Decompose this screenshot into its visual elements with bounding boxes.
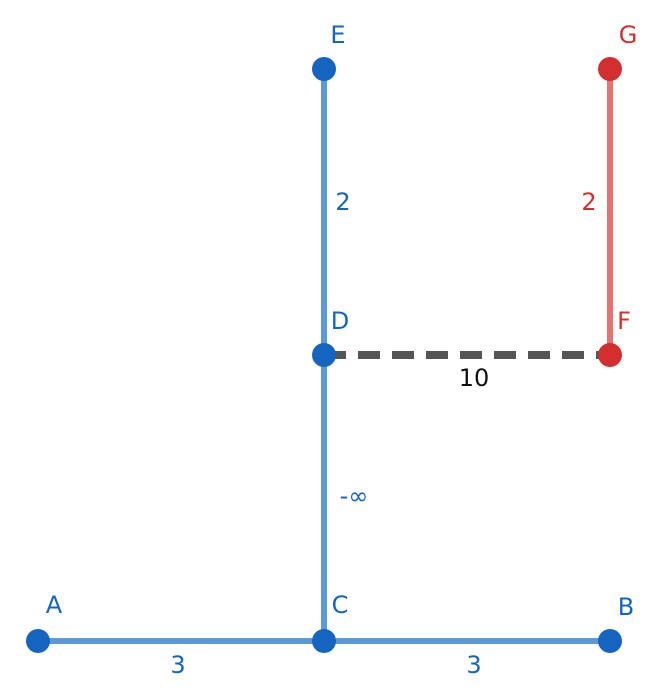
node-e xyxy=(312,57,336,81)
node-g xyxy=(598,57,622,81)
node-f xyxy=(598,343,622,367)
node-label-c: C xyxy=(332,591,349,619)
edge-weight-a-c: 3 xyxy=(170,651,185,679)
node-b xyxy=(598,629,622,653)
node-label-a: A xyxy=(46,591,63,619)
node-c xyxy=(312,629,336,653)
node-label-b: B xyxy=(618,593,634,621)
edge-weight-c-d: -∞ xyxy=(340,482,369,510)
edge-weight-f-g: 2 xyxy=(581,188,596,216)
edges-layer xyxy=(38,69,613,644)
edge-weight-d-f: 10 xyxy=(459,364,490,392)
node-a xyxy=(26,629,50,653)
node-label-e: E xyxy=(330,21,345,49)
node-label-g: G xyxy=(619,21,638,49)
edge-weight-d-e: 2 xyxy=(335,188,350,216)
edge-weight-c-b: 3 xyxy=(466,651,481,679)
node-label-d: D xyxy=(331,307,349,335)
nodes-layer xyxy=(26,57,622,653)
labels-layer: 3 3 -∞ 2 10 2A B C D E F G xyxy=(46,21,638,679)
node-d xyxy=(312,343,336,367)
node-label-f: F xyxy=(617,307,631,335)
